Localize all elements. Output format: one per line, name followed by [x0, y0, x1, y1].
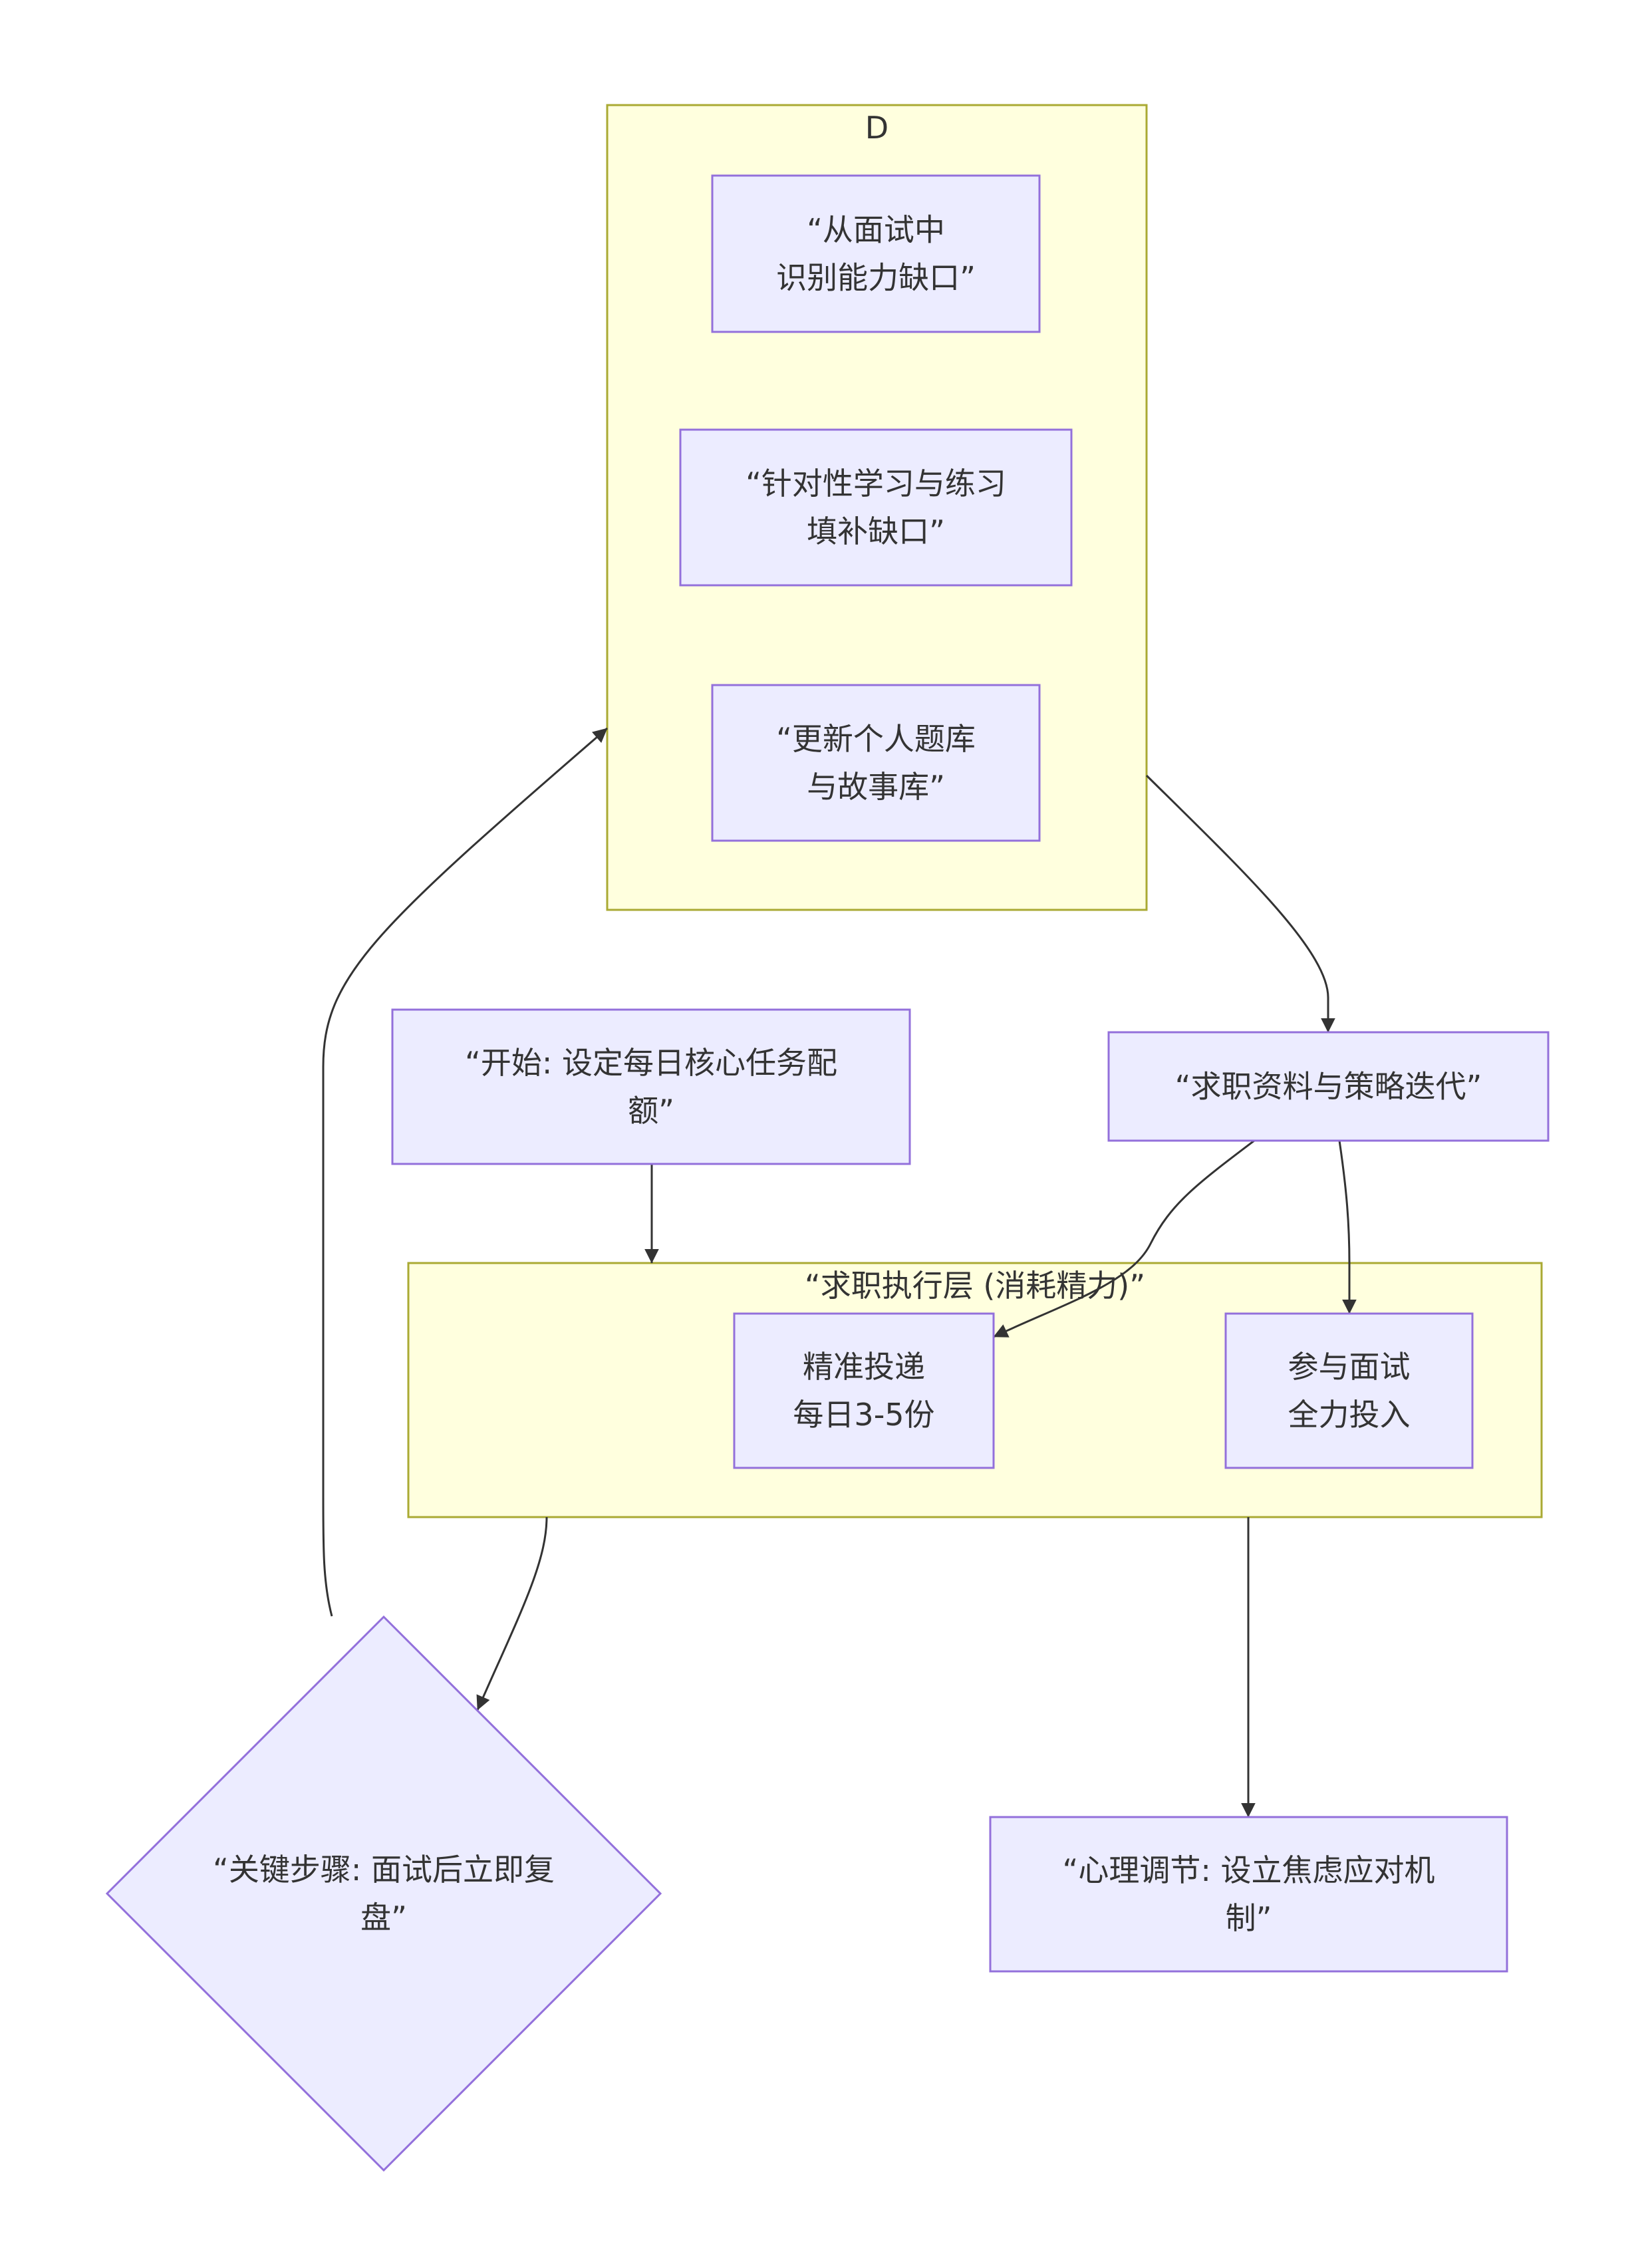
node-box	[733, 1312, 995, 1469]
node-box	[391, 1008, 911, 1165]
node-label-line: “从面试中	[807, 212, 945, 248]
cluster-label: “求职执行层 (消耗精力)”	[805, 1268, 1145, 1304]
node-label-line: 额”	[628, 1093, 674, 1129]
node-label-line: “开始: 设定每日核心任务配	[465, 1045, 837, 1081]
node-box	[711, 684, 1041, 842]
node-label-line: “求职资料与策略迭代”	[1175, 1069, 1482, 1105]
node-label-line: “心理调节: 设立焦虑应对机	[1063, 1852, 1435, 1888]
node-box	[679, 428, 1073, 587]
node-box	[1107, 1031, 1550, 1142]
node-label-line: 精准投递	[803, 1349, 925, 1385]
node-box	[1224, 1312, 1474, 1469]
cluster-label: D	[865, 110, 889, 146]
edge-iterate-to-apply	[993, 1139, 1255, 1338]
node-label-line: 与故事库”	[807, 769, 945, 805]
node-box	[989, 1816, 1508, 1973]
node-label-line: 识别能力缺口”	[776, 260, 976, 296]
node-label-line: 盘”	[360, 1900, 407, 1935]
node-label-line: 参与面试	[1288, 1349, 1411, 1385]
node-label-line: 填补缺口”	[807, 513, 945, 549]
node-box	[711, 174, 1041, 333]
node-label-line: 每日3-5份	[793, 1397, 934, 1433]
edge-iterate-to-interview	[1338, 1140, 1357, 1314]
node-label-line: “针对性学习与练习	[746, 466, 1006, 501]
node-label-line: “关键步骤: 面试后立即复	[213, 1852, 555, 1888]
edge-D-to-iterate	[1145, 774, 1335, 1033]
edge-exec-to-review	[476, 1516, 548, 1711]
node-iterate[interactable]: “求职资料与策略迭代”	[1107, 1031, 1550, 1142]
node-label-line: “更新个人题库	[776, 721, 976, 757]
decision-diamond	[105, 1615, 662, 2172]
edge-review-to-D	[322, 727, 608, 1617]
node-label-line: 全力投入	[1288, 1397, 1411, 1433]
node-label-line: 制”	[1226, 1900, 1272, 1936]
